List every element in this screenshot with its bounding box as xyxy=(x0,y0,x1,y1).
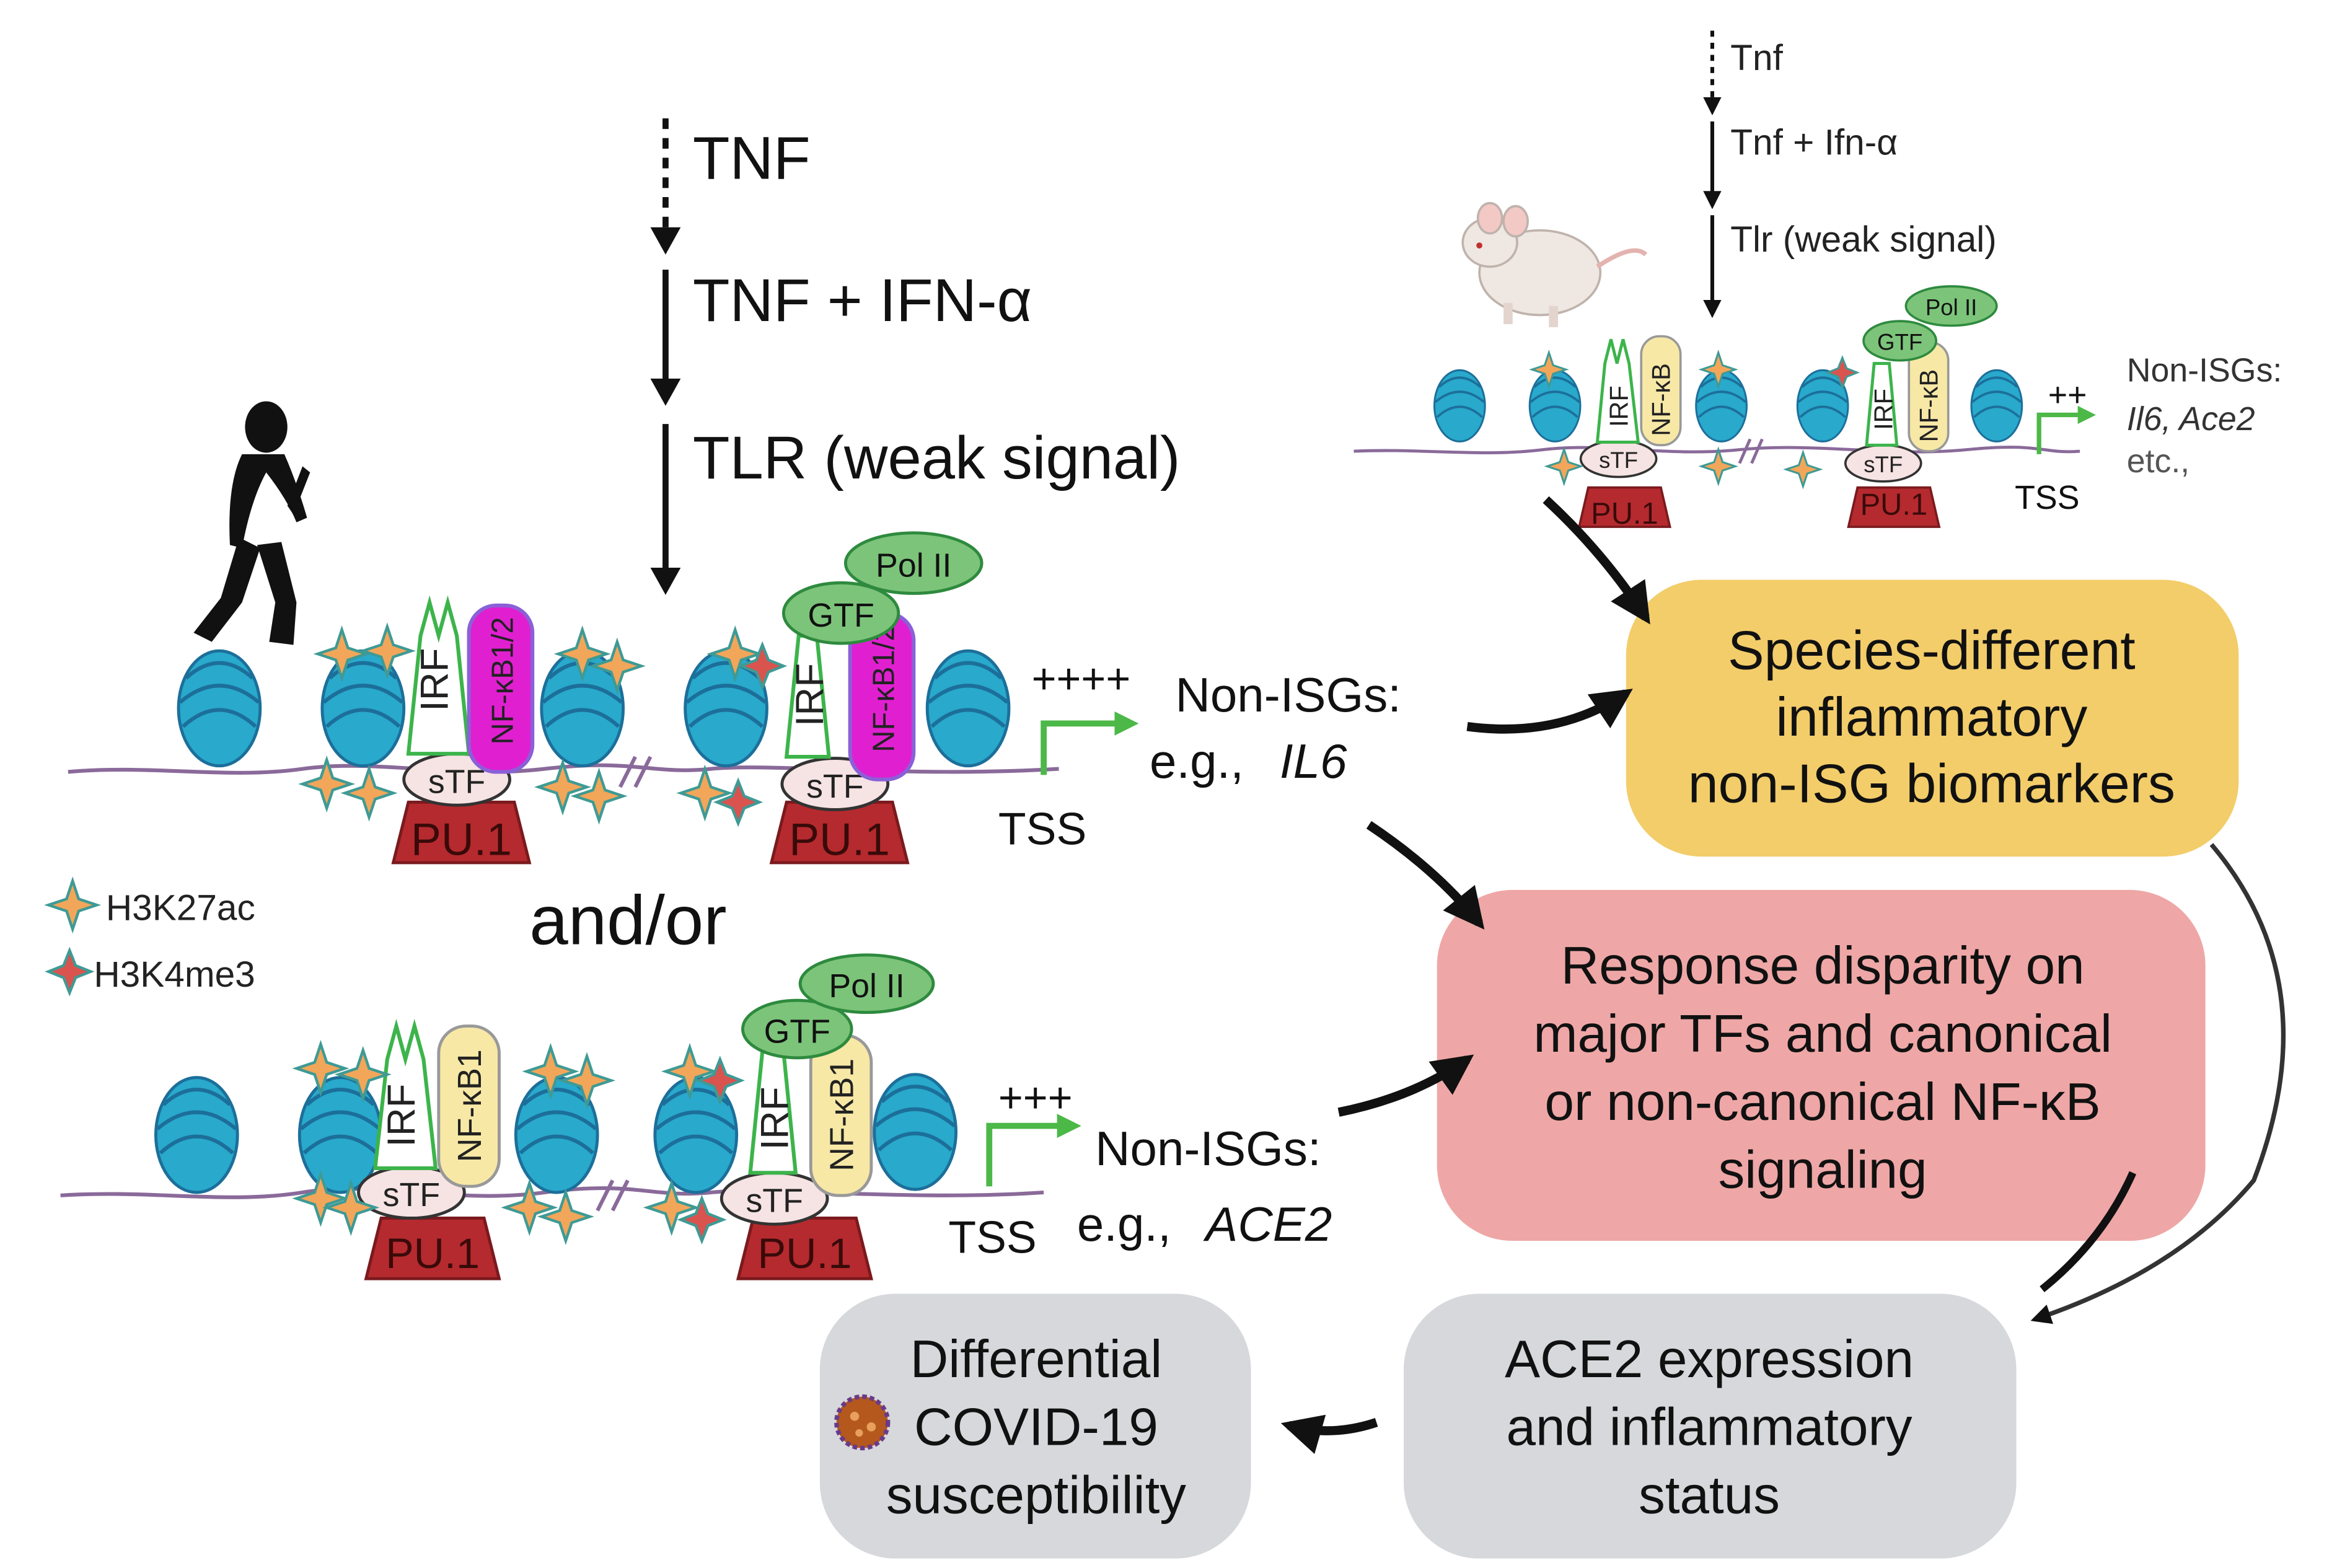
target-label-b: Non-ISGs: xyxy=(1095,1121,1321,1176)
box-covid-susceptibility: Differential COVID-19 susceptibility xyxy=(819,1293,1251,1559)
mouse-chromatin-panel: PU.1 PU.1 sTF sTF IRF IRF NF-κB NF-κB GT… xyxy=(1353,285,2282,531)
mouse-pol2-label: Pol II xyxy=(1925,294,1977,320)
ace2-line-3: status xyxy=(1639,1466,1780,1525)
mouse-signal-tnf-ifn: Tnf + Ifn-α xyxy=(1730,123,1898,163)
mouse-signal-tlr: Tlr (weak signal) xyxy=(1730,219,1997,260)
nfkb-label-a2: NF-κB1/2 xyxy=(867,625,900,752)
stf-label-b1: sTF xyxy=(383,1176,440,1213)
pu1-label-a2: PU.1 xyxy=(789,814,890,865)
mouse-nfkb-label-2: NF-κB xyxy=(1914,369,1943,443)
mouse-nfkb-label-1: NF-κB xyxy=(1647,363,1676,436)
covid-line-1: Differential xyxy=(910,1330,1163,1389)
pu1-label-b1: PU.1 xyxy=(385,1230,480,1277)
tss-label-a: TSS xyxy=(998,804,1086,855)
virus-icon xyxy=(837,1397,888,1448)
mouse-icon xyxy=(1461,201,1648,327)
ace2-line-2: and inflammatory xyxy=(1507,1398,1912,1457)
covid-line-3: susceptibility xyxy=(886,1466,1186,1525)
mouse-pu1-label-1: PU.1 xyxy=(1591,497,1658,531)
example-prefix-b: e.g., xyxy=(1077,1197,1171,1251)
mouse-target-label: Non-ISGs: xyxy=(2127,352,2282,389)
mouse-signal-cascade: Tnf Tnf + Ifn-α Tlr (weak signal) xyxy=(1703,30,1997,319)
species-line-1: Species-different xyxy=(1728,620,2136,681)
example-prefix-a: e.g., xyxy=(1150,734,1244,788)
response-line-2: major TFs and canonical xyxy=(1533,1005,2112,1064)
gtf-label-a: GTF xyxy=(808,597,874,634)
target-label-a: Non-ISGs: xyxy=(1175,667,1401,722)
legend-h3k4me3: H3K4me3 xyxy=(94,954,255,995)
mouse-gtf-label: GTF xyxy=(1877,329,1922,355)
signal-tnf-ifn: TNF + IFN-α xyxy=(693,266,1032,334)
legend: H3K27ac H3K4me3 xyxy=(48,881,255,995)
human-signal-cascade: TNF TNF + IFN-α TLR (weak signal) xyxy=(650,118,1181,595)
box-response-disparity: Response disparity on major TFs and cano… xyxy=(1437,889,2206,1241)
mouse-irf-label-2: IRF xyxy=(1868,389,1898,430)
example-gene-il6: IL6 xyxy=(1280,734,1347,788)
box-ace2-expression: ACE2 expression and inflammatory status xyxy=(1404,1293,2017,1559)
signal-tnf: TNF xyxy=(693,125,811,192)
mouse-level: ++ xyxy=(2048,376,2087,413)
mouse-stf-label-1: sTF xyxy=(1599,447,1638,473)
species-line-2: inflammatory xyxy=(1776,686,2087,747)
pol2-label-a: Pol II xyxy=(876,547,951,584)
mouse-stf-label-2: sTF xyxy=(1864,452,1903,477)
human-silhouette-icon xyxy=(193,401,310,645)
mouse-pu1-label-2: PU.1 xyxy=(1860,488,1927,522)
mouse-genes: Il6, Ace2 xyxy=(2127,400,2255,438)
box-species-different: Species-different inflammatory non-ISG b… xyxy=(1626,579,2239,857)
legend-h3k27ac: H3K27ac xyxy=(106,888,255,928)
stf-label-b2: sTF xyxy=(746,1183,803,1220)
signal-tlr: TLR (weak signal) xyxy=(693,424,1181,491)
example-gene-ace2: ACE2 xyxy=(1203,1197,1332,1251)
nfkb-label-a1: NF-κB1/2 xyxy=(486,617,519,744)
ace2-line-1: ACE2 expression xyxy=(1505,1330,1914,1389)
mouse-etc: etc., xyxy=(2127,443,2190,480)
covid-line-2: COVID-19 xyxy=(914,1398,1158,1457)
irf-label-b1: IRF xyxy=(380,1084,423,1147)
irf-label-b2: IRF xyxy=(754,1086,797,1150)
stf-label-a1: sTF xyxy=(428,764,485,801)
human-chromatin-panel-a: PU.1 PU.1 sTF sTF IRF IRF NF-κB1/2 NF-κB… xyxy=(68,531,1401,865)
nfkb-label-b2: NF-κB1 xyxy=(824,1059,861,1171)
pol2-label-b: Pol II xyxy=(829,967,904,1005)
mouse-irf-label-1: IRF xyxy=(1604,385,1633,427)
and-or-label: and/or xyxy=(529,881,726,959)
mouse-tss-label: TSS xyxy=(2015,479,2079,516)
pu1-label-b2: PU.1 xyxy=(758,1230,852,1277)
tss-label-b: TSS xyxy=(948,1212,1036,1263)
level-a: ++++ xyxy=(1032,656,1131,703)
irf-label-a2: IRF xyxy=(788,663,832,726)
pu1-label-a1: PU.1 xyxy=(411,814,512,865)
response-line-4: signaling xyxy=(1719,1141,1927,1200)
irf-label-a1: IRF xyxy=(413,648,456,711)
response-line-3: or non-canonical NF-κB xyxy=(1545,1073,2101,1132)
stf-label-a2: sTF xyxy=(806,768,863,805)
level-b: +++ xyxy=(998,1075,1073,1122)
mouse-signal-tnf: Tnf xyxy=(1730,38,1783,78)
response-line-1: Response disparity on xyxy=(1561,936,2085,995)
flow-arrows xyxy=(1280,496,2286,1455)
nfkb-label-b1: NF-κB1 xyxy=(451,1049,488,1162)
species-line-3: non-ISG biomarkers xyxy=(1688,752,2175,814)
human-chromatin-panel-b: PU.1 PU.1 sTF sTF IRF IRF NF-κB1 NF-κB1 … xyxy=(60,953,1332,1280)
gtf-label-b: GTF xyxy=(764,1013,830,1050)
